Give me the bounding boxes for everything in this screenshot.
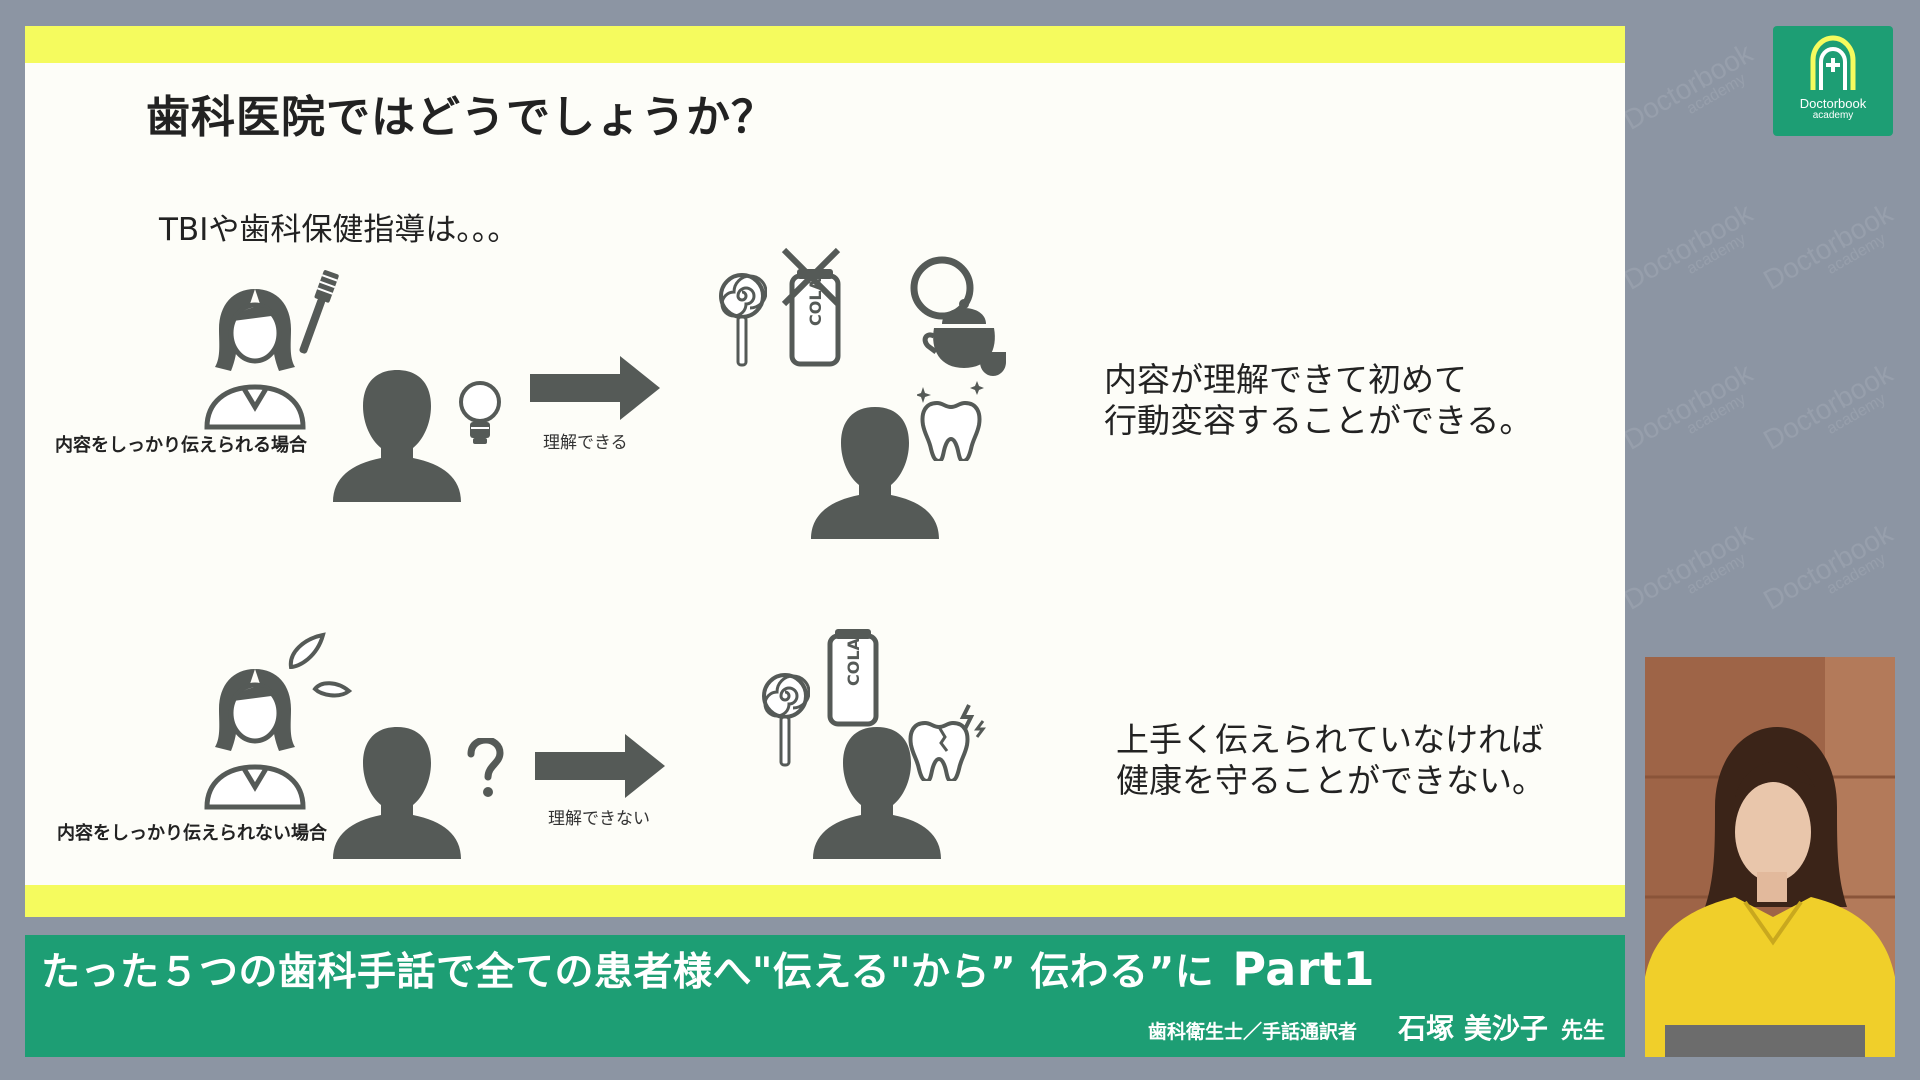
patient-icon <box>811 407 939 539</box>
patient-icon <box>333 727 461 859</box>
question-mark-icon <box>467 738 504 797</box>
presenter-video-frame <box>1645 657 1895 1057</box>
arrow-icon <box>530 356 660 420</box>
lollipop-icon <box>762 673 810 767</box>
teapot-icon <box>922 299 1006 376</box>
course-part: Part1 <box>1232 942 1376 996</box>
row1-arrow-label: 理解できる <box>543 433 628 453</box>
lollipop-icon <box>719 273 767 367</box>
healthy-tooth-icon <box>917 381 984 461</box>
arrow-icon <box>535 734 665 798</box>
slide-subtitle: TBIや歯科保健指導は。。。 <box>159 212 519 248</box>
slide-top-band <box>25 26 1625 63</box>
row1-message: 内容が理解できて初めて 行動変容することができる。 <box>1104 360 1533 440</box>
slide-title: 歯科医院ではどうでしょうか？ <box>146 92 776 143</box>
course-title: たった５つの歯科手話で全ての患者様へ"伝える"から” 伝わる”に Part1 <box>41 941 1375 997</box>
patient-icon <box>813 727 941 859</box>
presenter-webcam <box>1645 657 1895 1057</box>
presentation-slide: 歯科医院ではどうでしょうか？ TBIや歯科保健指導は。。。 内容をしっかり伝えら… <box>25 26 1625 917</box>
presenter-info: 歯科衛生士／手話通訳者 石塚 美沙子 先生 <box>1148 1007 1605 1047</box>
course-title-text: たった５つの歯科手話で全ての患者様へ"伝える"から” 伝わる”に <box>41 950 1215 995</box>
svg-text:COLA: COLA <box>844 637 863 686</box>
logo-name: Doctorbook <box>1799 96 1867 111</box>
lower-third-bar: たった５つの歯科手話で全ての患者様へ"伝える"から” 伝わる”に Part1 歯科… <box>25 935 1625 1057</box>
sweat-drops-icon <box>288 632 353 698</box>
lightbulb-icon <box>459 381 501 444</box>
cola-can-icon: COLA <box>827 629 879 727</box>
row2-message: 上手く伝えられていなければ 健康を守ることができない。 <box>1116 720 1545 800</box>
presenter-role: 歯科衛生士／手話通訳者 <box>1148 1021 1358 1043</box>
dentist-icon <box>204 669 306 810</box>
row1-caption: 内容をしっかり伝えられる場合 <box>55 435 307 456</box>
logo-sub: academy <box>1812 110 1854 121</box>
cross-mark-icon <box>781 247 841 307</box>
circle-mark-icon <box>910 256 974 320</box>
toothbrush-icon <box>299 270 339 354</box>
row2-caption: 内容をしっかり伝えられない場合 <box>57 823 327 844</box>
decayed-tooth-icon <box>908 704 986 781</box>
doctorbook-logo-icon <box>1810 35 1856 90</box>
patient-icon <box>333 370 461 502</box>
row2-arrow-label: 理解できない <box>548 809 650 829</box>
presenter-honorific: 先生 <box>1560 1019 1605 1044</box>
doctorbook-logo: Doctorbook academy <box>1773 26 1893 136</box>
dentist-icon <box>204 289 306 430</box>
presenter-name: 石塚 美沙子 <box>1398 1012 1548 1045</box>
slide-bottom-band <box>25 885 1625 917</box>
